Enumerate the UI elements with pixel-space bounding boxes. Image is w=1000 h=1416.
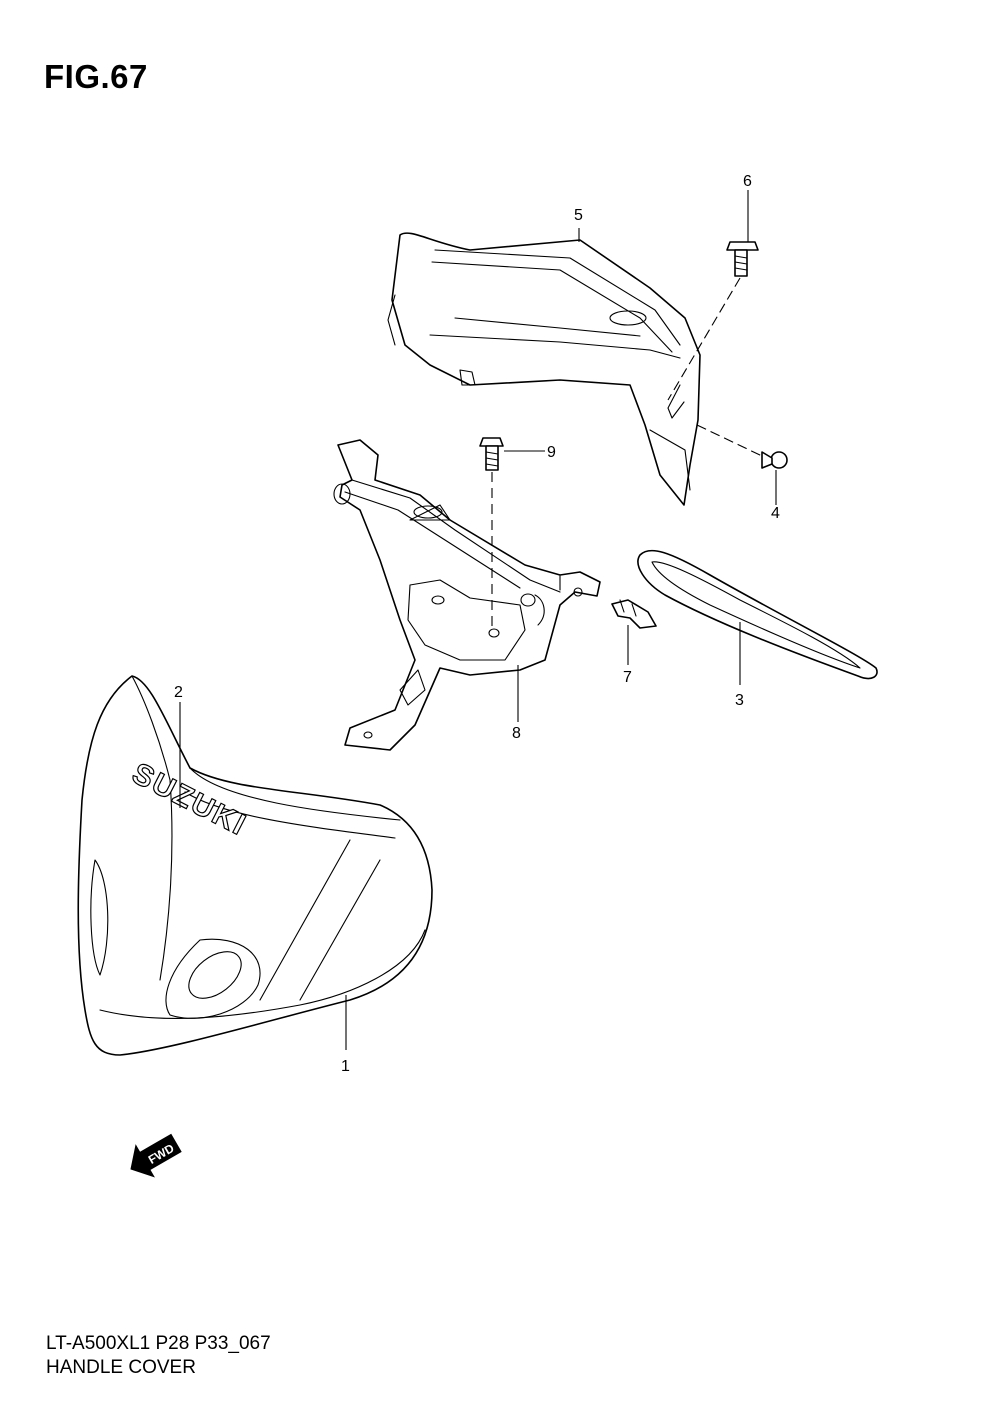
- callout-labels: 1 2 3 4 5 6 7 8 9: [174, 173, 780, 1075]
- model-code: LT-A500XL1 P28 P33_067: [46, 1333, 271, 1354]
- callout-5: 5: [574, 207, 583, 224]
- part-6-screw[interactable]: [726, 241, 759, 277]
- callout-6: 6: [743, 173, 752, 190]
- callout-3: 3: [735, 692, 744, 709]
- part-8-bracket[interactable]: [333, 439, 601, 751]
- part-4-clip[interactable]: [761, 451, 788, 469]
- part-7-clip[interactable]: [611, 599, 657, 629]
- callout-2: 2: [174, 684, 183, 701]
- section-name: HANDLE COVER: [46, 1357, 196, 1378]
- callout-9: 9: [547, 444, 556, 461]
- leader-lines: [179, 190, 777, 1050]
- callout-1: 1: [341, 1058, 350, 1075]
- part-5-upper-cover[interactable]: [387, 232, 701, 506]
- part-3-lens-trim[interactable]: [637, 549, 878, 680]
- figure-title: FIG.67: [44, 58, 148, 95]
- callout-4: 4: [771, 505, 780, 522]
- callout-7: 7: [623, 669, 632, 686]
- part-9-bolt[interactable]: [479, 437, 504, 471]
- callout-8: 8: [512, 725, 521, 742]
- forward-direction-arrow: FWD: [130, 1133, 182, 1178]
